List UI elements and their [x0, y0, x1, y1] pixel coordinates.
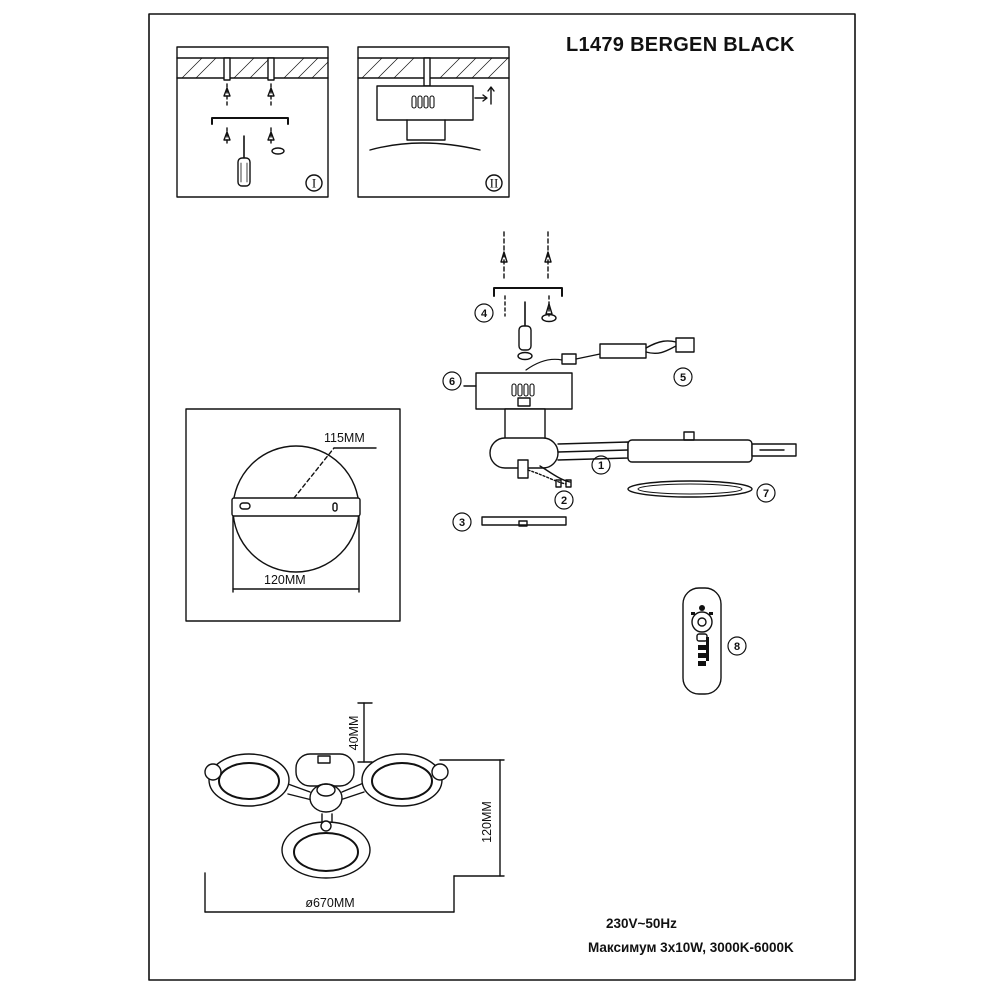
callouts — [442, 303, 776, 656]
sheet-border — [148, 13, 856, 981]
step-1-label: I — [312, 176, 316, 191]
mounting-plate-panel — [185, 408, 401, 622]
callout-7: 7 — [763, 488, 769, 500]
step-2-label: II — [490, 176, 499, 191]
callout-2: 2 — [561, 495, 567, 507]
base-width-label: 120MM — [264, 573, 306, 587]
callout-8: 8 — [734, 641, 740, 653]
model-title: L1479 BERGEN BLACK — [566, 34, 795, 56]
callout-6: 6 — [449, 376, 455, 388]
callout-3: 3 — [459, 517, 465, 529]
total-height-label: 120MM — [480, 801, 494, 843]
step-1-panel: I — [176, 46, 329, 198]
spec-voltage: 230V~50Hz — [606, 916, 677, 931]
callout-5: 5 — [680, 372, 686, 384]
assembled-fixture — [204, 702, 505, 913]
spec-max-power: Максимум 3x10W, 3000K-6000K — [588, 940, 794, 955]
diameter-label: ø670MM — [305, 896, 354, 910]
callout-1: 1 — [598, 460, 604, 472]
exploded-view — [463, 231, 797, 527]
arm-height-label: 40MM — [347, 716, 361, 751]
plate-width-label: 115MM — [324, 431, 365, 445]
remote-control-icon — [682, 587, 722, 695]
callout-4: 4 — [481, 308, 488, 320]
step-2-panel: II — [357, 46, 510, 198]
